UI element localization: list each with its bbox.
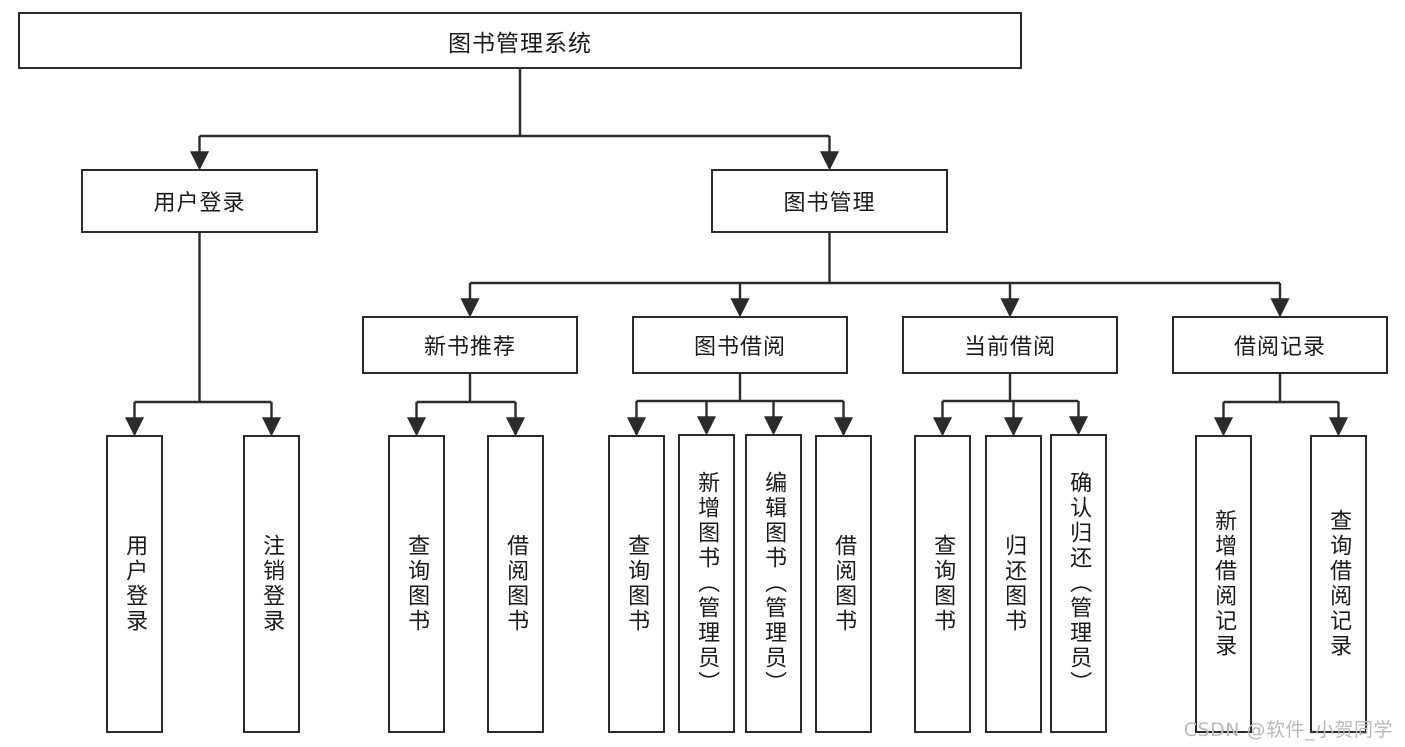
node-leaf-cu-query[interactable]: 查询图书 — [914, 435, 971, 733]
node-l1-login[interactable]: 用户登录 — [81, 169, 318, 233]
node-label: 确认归还（管理员） — [1066, 471, 1092, 696]
node-label: 借阅记录 — [1233, 335, 1326, 360]
node-label: 图书借阅 — [693, 335, 786, 360]
node-label: 查询借阅记录 — [1326, 509, 1352, 659]
node-label: 归还图书 — [1001, 534, 1027, 634]
node-label: 借阅图书 — [831, 534, 857, 634]
node-label: 注销登录 — [259, 534, 285, 634]
node-leaf-cu-confirm[interactable]: 确认归还（管理员） — [1050, 434, 1107, 733]
node-leaf-rec-add[interactable]: 新增借阅记录 — [1195, 435, 1252, 733]
node-leaf-user-logout[interactable]: 注销登录 — [243, 435, 300, 733]
node-label: 用户登录 — [122, 534, 148, 634]
node-leaf-rec-query[interactable]: 查询借阅记录 — [1310, 435, 1367, 733]
node-leaf-bo-lend[interactable]: 借阅图书 — [815, 435, 872, 733]
node-label: 查询图书 — [624, 534, 650, 634]
node-leaf-cu-return[interactable]: 归还图书 — [985, 435, 1042, 733]
node-label: 新增图书（管理员） — [694, 471, 720, 696]
node-l2-current[interactable]: 当前借阅 — [902, 316, 1118, 374]
node-leaf-nb-query[interactable]: 查询图书 — [388, 435, 445, 733]
node-leaf-bo-query[interactable]: 查询图书 — [608, 435, 665, 733]
node-label: 图书管理系统 — [448, 30, 592, 57]
node-l2-newbook[interactable]: 新书推荐 — [362, 316, 578, 374]
node-l2-borrow[interactable]: 图书借阅 — [632, 316, 848, 374]
node-label: 新增借阅记录 — [1211, 509, 1237, 659]
node-l2-record[interactable]: 借阅记录 — [1172, 316, 1388, 374]
node-leaf-bo-edit[interactable]: 编辑图书（管理员） — [745, 434, 802, 733]
node-label: 查询图书 — [404, 534, 430, 634]
node-root[interactable]: 图书管理系统 — [18, 12, 1022, 69]
node-label: 图书管理 — [783, 191, 876, 216]
node-leaf-nb-borrow[interactable]: 借阅图书 — [487, 435, 544, 733]
node-leaf-user-login[interactable]: 用户登录 — [106, 435, 163, 733]
watermark-label: CSDN @软件_小贺同学 — [1183, 719, 1393, 741]
node-leaf-bo-add[interactable]: 新增图书（管理员） — [678, 434, 735, 733]
node-label: 用户登录 — [153, 191, 246, 216]
node-label: 当前借阅 — [963, 335, 1056, 360]
node-label: 查询图书 — [930, 534, 956, 634]
node-l1-bookmgmt[interactable]: 图书管理 — [711, 169, 948, 233]
node-label: 新书推荐 — [423, 335, 516, 360]
node-label: 编辑图书（管理员） — [761, 471, 787, 696]
node-label: 借阅图书 — [503, 534, 529, 634]
